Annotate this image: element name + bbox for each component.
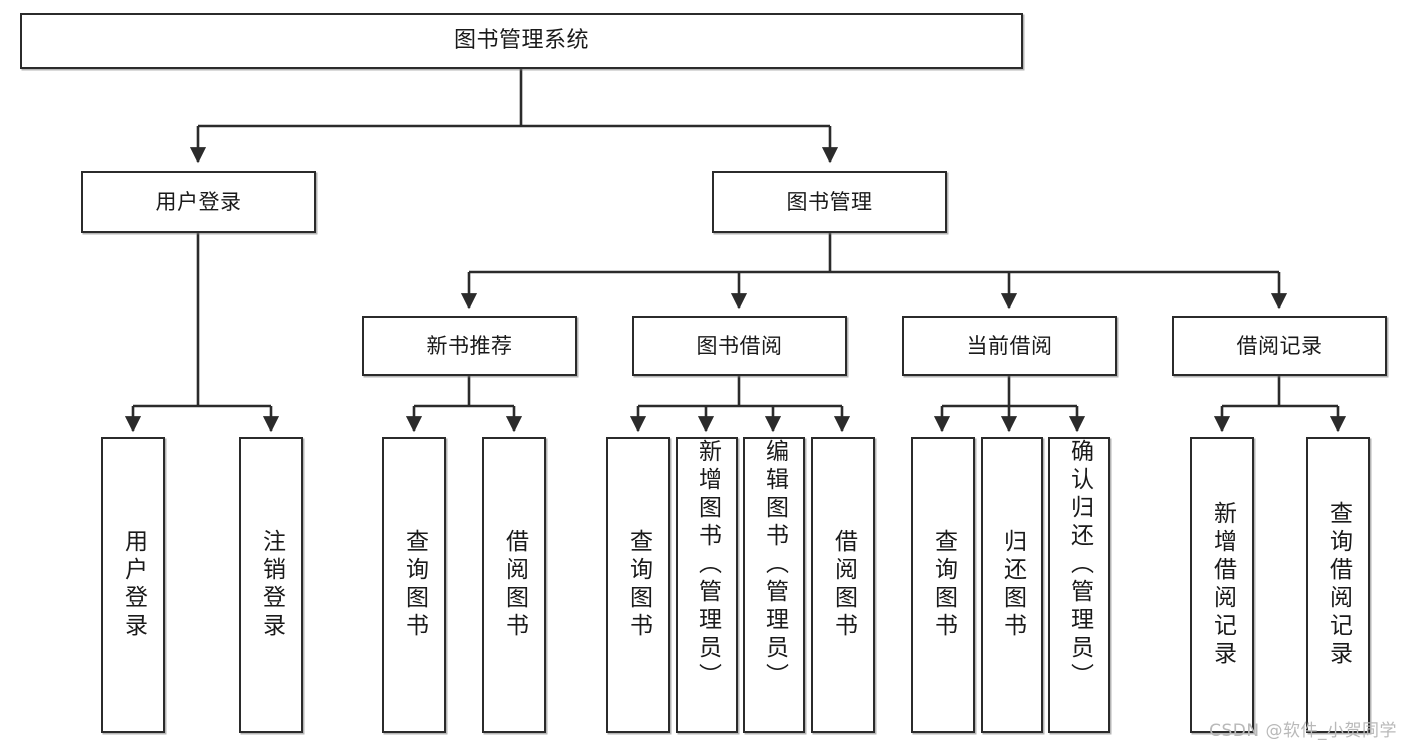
node-label: 查询图书 <box>625 529 652 641</box>
node-label: 当前借阅 <box>966 333 1053 358</box>
node-leaf-edit-book[interactable]: 编辑图书（管理员） <box>743 437 805 733</box>
node-label: 借阅记录 <box>1236 333 1323 358</box>
node-label: 图书借阅 <box>696 333 783 358</box>
node-label: 确认归还（管理员） <box>1066 439 1093 691</box>
node-leaf-borrow-book-1[interactable]: 借阅图书 <box>482 437 546 733</box>
node-current-borrow[interactable]: 当前借阅 <box>902 316 1117 376</box>
node-label: 新增图书（管理员） <box>694 439 721 691</box>
node-label: 归还图书 <box>999 529 1026 641</box>
node-label: 用户登录 <box>155 189 242 214</box>
node-borrow-record[interactable]: 借阅记录 <box>1172 316 1387 376</box>
node-leaf-query-book-3[interactable]: 查询图书 <box>911 437 975 733</box>
node-leaf-query-book-1[interactable]: 查询图书 <box>382 437 446 733</box>
node-label: 新书推荐 <box>426 333 513 358</box>
node-leaf-query-book-2[interactable]: 查询图书 <box>606 437 670 733</box>
node-label: 用户登录 <box>120 529 147 641</box>
node-label: 图书管理 <box>786 189 873 214</box>
node-label: 图书管理系统 <box>453 28 589 54</box>
node-new-book-recommend[interactable]: 新书推荐 <box>362 316 577 376</box>
node-leaf-return-book[interactable]: 归还图书 <box>981 437 1043 733</box>
node-label: 查询图书 <box>930 529 957 641</box>
node-leaf-confirm-return[interactable]: 确认归还（管理员） <box>1048 437 1110 733</box>
node-label: 查询借阅记录 <box>1325 501 1352 669</box>
node-book-management[interactable]: 图书管理 <box>712 171 947 233</box>
node-leaf-user-login[interactable]: 用户登录 <box>101 437 165 733</box>
node-user-login[interactable]: 用户登录 <box>81 171 316 233</box>
node-leaf-add-record[interactable]: 新增借阅记录 <box>1190 437 1254 733</box>
csdn-watermark: CSDN @软件_小贺同学 <box>1209 721 1397 741</box>
node-root-system[interactable]: 图书管理系统 <box>20 13 1023 69</box>
node-label: 查询图书 <box>401 529 428 641</box>
node-leaf-borrow-book-2[interactable]: 借阅图书 <box>811 437 875 733</box>
node-book-borrow[interactable]: 图书借阅 <box>632 316 847 376</box>
node-leaf-query-record[interactable]: 查询借阅记录 <box>1306 437 1370 733</box>
node-leaf-logout[interactable]: 注销登录 <box>239 437 303 733</box>
node-leaf-add-book[interactable]: 新增图书（管理员） <box>676 437 738 733</box>
node-label: 编辑图书（管理员） <box>761 439 788 691</box>
node-label: 新增借阅记录 <box>1209 501 1236 669</box>
node-label: 借阅图书 <box>830 529 857 641</box>
node-label: 注销登录 <box>258 529 285 641</box>
node-label: 借阅图书 <box>501 529 528 641</box>
